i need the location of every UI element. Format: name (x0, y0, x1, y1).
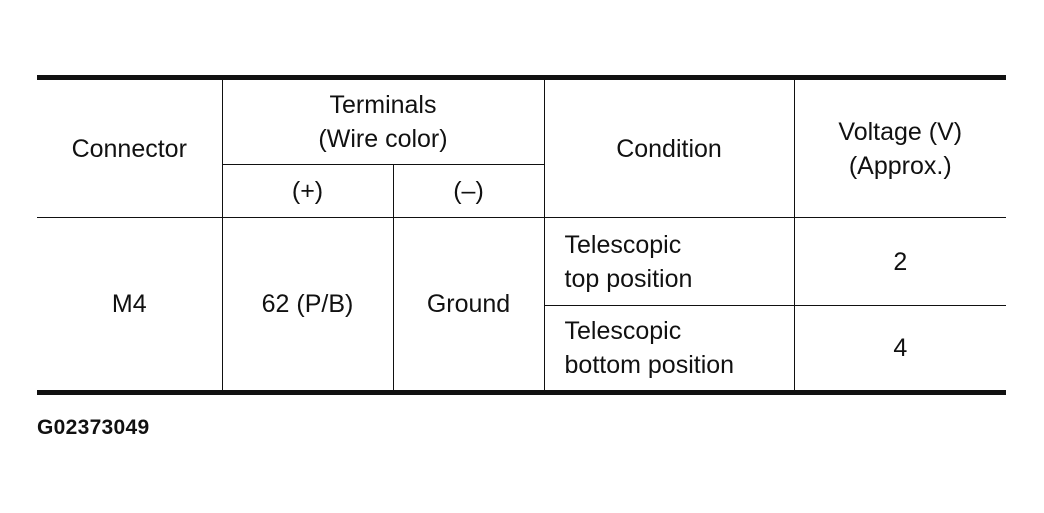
cell-voltage-bottom: 4 (793, 305, 1007, 395)
cell-connector: M4 (37, 217, 223, 395)
header-plus-terminal: (+) (221, 164, 394, 218)
header-terminals-line1: Terminals (329, 91, 437, 119)
header-voltage-line1: Voltage (V) (838, 117, 963, 146)
header-row-2: (+) (–) (37, 164, 1006, 218)
cell-condition-top: Telescopic top position (543, 217, 795, 306)
header-condition: Condition (543, 75, 795, 218)
cell-voltage-top: 2 (793, 217, 1007, 306)
header-terminals: Terminals (Wire color) (221, 75, 545, 165)
table-row: Telescopic bottom position 4 (37, 305, 1007, 395)
header-row-1: Connector Terminals (Wire color) Conditi… (37, 75, 1007, 218)
cell-plus-terminal: 62 (P/B) (221, 217, 394, 395)
connector-voltage-table: Connector Terminals (Wire color) Conditi… (37, 75, 1007, 395)
header-connector: Connector (37, 75, 223, 218)
header-terminals-line2: (Wire color) (318, 125, 448, 153)
cell-condition-bottom: Telescopic bottom position (543, 305, 795, 395)
header-voltage-line2: (Approx.) (848, 151, 952, 180)
figure-id: G02373049 (37, 416, 150, 439)
header-minus-terminal: (–) (392, 164, 545, 218)
cell-minus-terminal: Ground (392, 217, 545, 395)
header-voltage: Voltage (V) (Approx.) (793, 75, 1007, 218)
table-row: M4 62 (P/B) Ground Telescopic top positi… (37, 217, 1007, 395)
